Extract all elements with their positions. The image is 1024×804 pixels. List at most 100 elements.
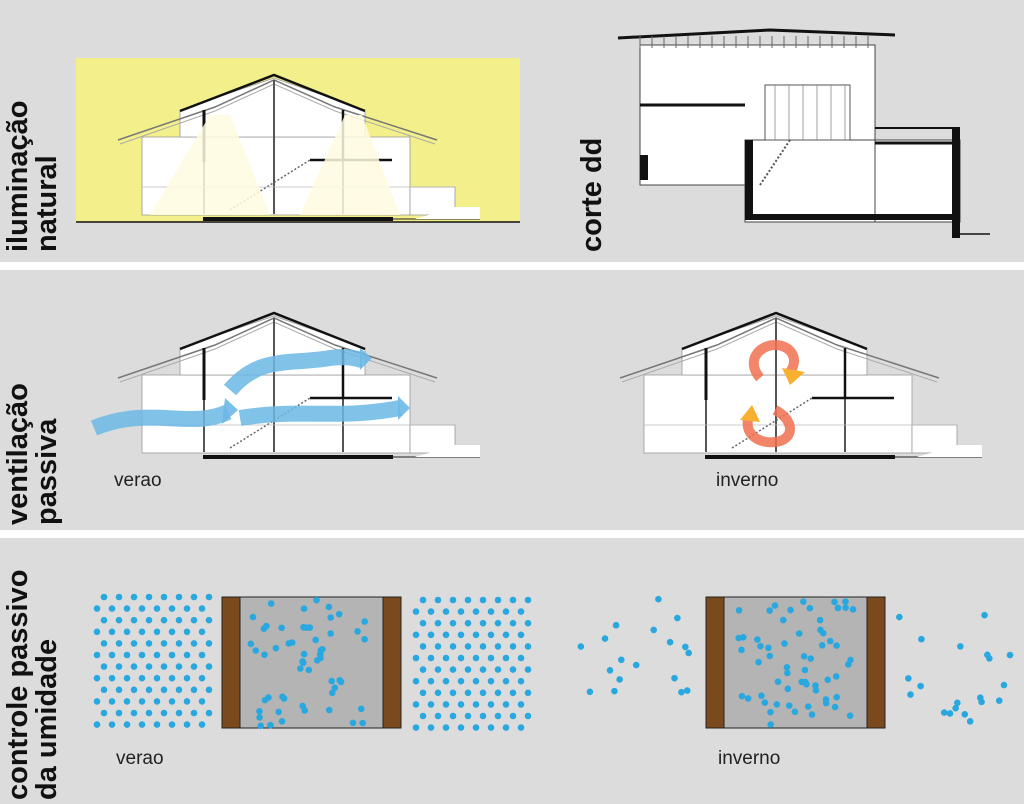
terrain [415,207,480,219]
moisture-dot [93,605,101,612]
moisture-dot [767,708,774,716]
moisture-dot [198,651,206,659]
wall-core [723,596,868,729]
moisture-dot [479,712,487,720]
moisture-dot [464,689,472,697]
warm-air-circulation [742,339,799,448]
moisture-dot [744,695,752,702]
moisture-dot [577,643,585,650]
moisture-dot [175,686,183,694]
moisture-dot [434,712,442,720]
moisture-dot [457,654,465,662]
moisture-dot [586,688,594,696]
floor-cut [745,214,960,220]
moisture-dot [442,631,450,639]
moisture-dot [190,709,198,717]
window-frame [764,84,851,141]
moisture-dot [524,643,532,650]
moisture-dot [961,710,969,718]
caption-humidity-winter: inverno [718,748,781,769]
moisture-dot [517,654,525,662]
moisture-dot [678,688,685,696]
moisture-dot [190,640,198,647]
moisture-dot [524,712,532,720]
moisture-dot [275,708,282,716]
moisture-dot [449,643,457,650]
moisture-dot [335,610,343,618]
label-line: passiva [31,418,63,525]
moisture-dot [175,593,183,601]
moisture-dot [115,616,123,624]
moisture-dot [100,663,108,670]
moisture-dot [791,708,799,716]
lower-volume [744,139,876,223]
moisture-dot [831,703,839,711]
moisture-dot [175,640,183,647]
moisture-dot [325,603,333,611]
moisture-dot [115,709,123,717]
moisture-dot [494,689,502,697]
moisture-dot [784,685,792,693]
moisture-dot [765,644,772,652]
moisture-dot [472,677,480,685]
moisture-dot [472,724,480,731]
moisture-dot [301,707,309,714]
moisture-dot [464,666,472,673]
moisture-dot [412,654,420,662]
moisture-dot [783,664,791,671]
arrowhead [360,348,372,370]
wall-cut [640,155,648,180]
moisture-dot [130,709,138,717]
label-line: iluminação [2,100,34,253]
moisture-dot [986,655,993,662]
moisture-dot [502,631,510,639]
moisture-dense-outside-right [412,596,532,731]
moisture-dot [946,710,954,717]
moisture-dot [412,701,420,708]
moisture-dot [329,689,336,697]
moisture-dot [952,704,959,712]
airflow-arrow [90,404,232,436]
moisture-dot [771,602,779,609]
moisture-dot [487,677,495,685]
moisture-dot [93,628,101,636]
moisture-dot [257,722,265,730]
moisture-dot [487,608,495,615]
moisture-dot [517,701,525,708]
moisture-dot [666,638,674,646]
moisture-dot [509,596,517,604]
moisture-dot [601,635,609,642]
moisture-dot [183,605,191,612]
moisture-dot [205,593,213,601]
moisture-dot [115,593,123,601]
moisture-inside-wall-summer [247,596,368,730]
moisture-dot [784,669,791,677]
annex-volume [874,139,961,223]
moisture-dot [145,663,153,670]
moisture-dot [130,663,138,670]
moisture-dot [822,699,830,707]
moisture-dot [781,640,788,647]
moisture-dot [442,608,450,615]
moisture-dot [168,721,176,728]
moisture-dot [138,698,146,705]
moisture-dot [175,616,183,624]
wall-winter [705,596,886,729]
moisture-dot [834,604,842,612]
moisture-dot [801,666,809,674]
moisture-dot [427,631,435,639]
moisture-dot [100,709,108,717]
moisture-dot [494,619,502,627]
moisture-dot [198,721,206,728]
moisture-dot [313,596,320,604]
roof-upper [179,73,366,113]
moisture-dot [297,665,304,672]
moisture-dot [773,701,781,708]
moisture-dot [354,628,361,635]
moisture-dot [427,701,435,708]
label-line: controle passivo [2,569,34,800]
moisture-dot [325,706,333,714]
moisture-dot [123,698,131,705]
airflow-arrow [238,400,402,426]
moisture-dot [449,712,457,720]
